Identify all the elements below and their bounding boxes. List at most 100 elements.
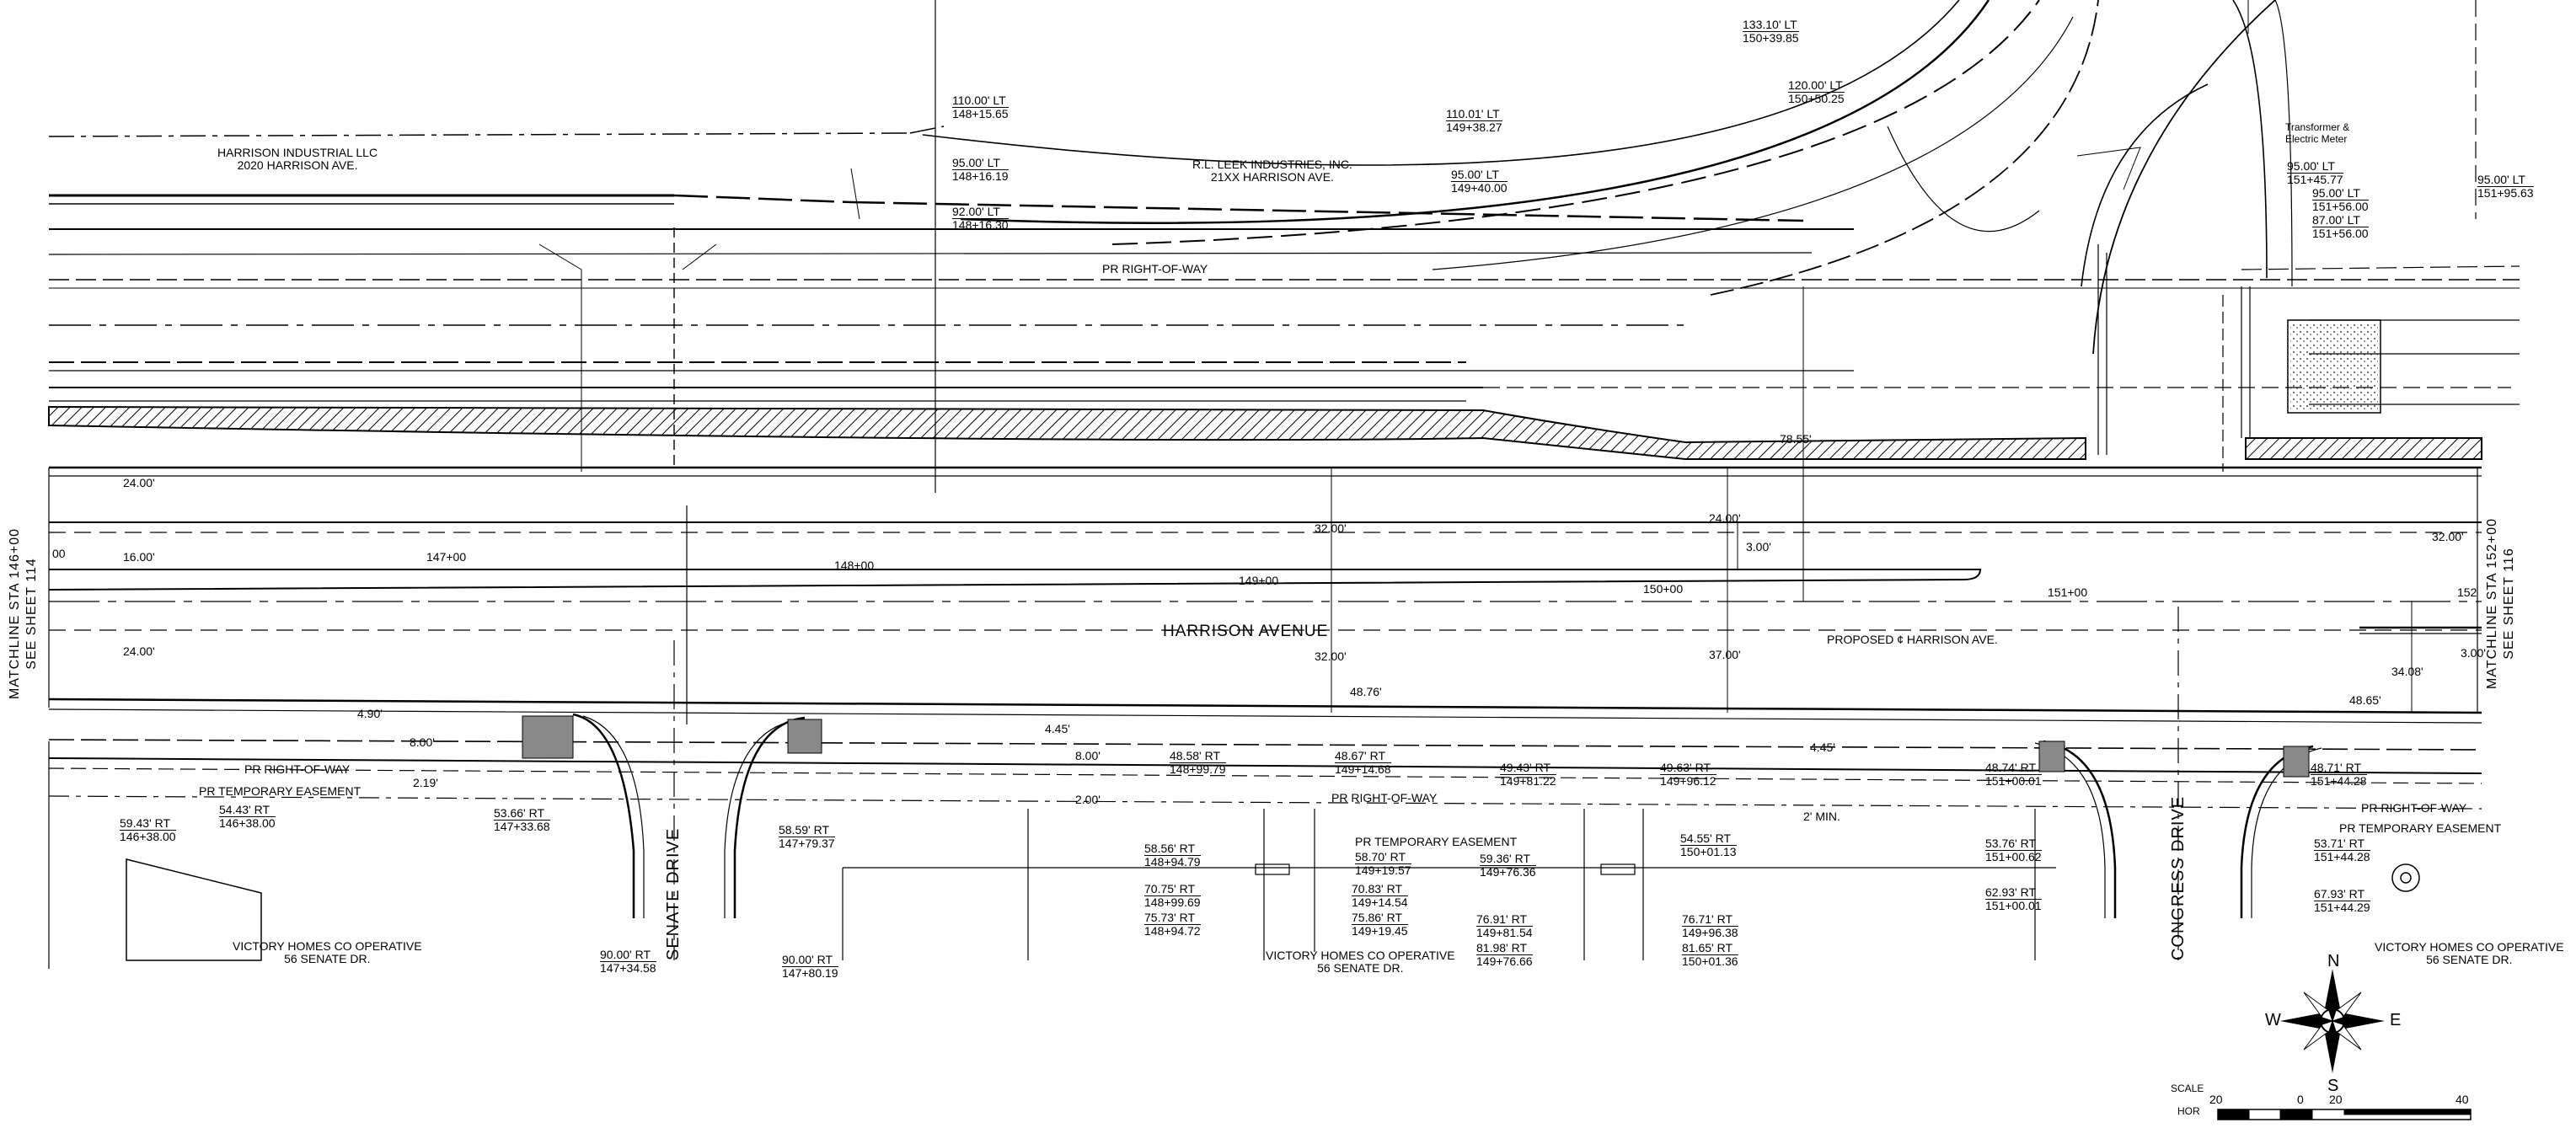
median-nose: [48, 569, 1982, 591]
dim-32-lower: 32.00': [1315, 650, 1347, 663]
owner-address: 56 SENATE DR.: [2426, 953, 2513, 966]
matchline-station: MATCHLINE STA 152+00: [2485, 517, 2499, 689]
dim-32-right: 32.00': [2432, 530, 2464, 543]
pr-temp-easement-right: PR TEMPORARY EASEMENT: [2339, 821, 2502, 835]
pr-temp-easement-mid: PR TEMPORARY EASEMENT: [1355, 835, 1518, 848]
matchline-sheet: SEE SHEET 114: [24, 558, 39, 670]
scale-tick-0: 0: [2297, 1093, 2304, 1106]
pr-temp-easement-left: PR TEMPORARY EASEMENT: [199, 784, 361, 798]
dim-2-19: 2.19': [413, 776, 438, 789]
owner-name: R.L. LEEK INDUSTRIES, INC.: [1192, 158, 1352, 171]
dim-48-65: 48.65': [2349, 693, 2381, 707]
dim-3-00-upper: 3.00': [1746, 540, 1771, 553]
scale-tick-40: 40: [2456, 1093, 2469, 1106]
pr-row-label-top: PR RIGHT-OF-WAY: [1102, 262, 1208, 275]
min-clearance-label: 2' MIN.: [1803, 810, 1840, 823]
owner-rl-leek: R.L. LEEK INDUSTRIES, INC. 21XX HARRISON…: [1192, 158, 1352, 184]
pr-row-line-south: [48, 757, 2482, 774]
station-152: 152: [2457, 585, 2477, 599]
compass-s: S: [2327, 1077, 2339, 1095]
station-149: 149+00: [1239, 574, 1279, 587]
dim-78-55: 78.55': [1780, 432, 1812, 446]
pr-row-label-right: PR RIGHT-OF-WAY: [2361, 801, 2467, 815]
owner-victory-homes-3: VICTORY HOMES CO OPERATIVE 56 SENATE DR.: [2375, 941, 2564, 966]
meter-label: Electric Meter: [2285, 133, 2348, 145]
dim-8-00-mid: 8.00': [1075, 749, 1101, 762]
station-150: 150+00: [1643, 582, 1684, 596]
owner-address: 56 SENATE DR.: [284, 952, 371, 965]
dim-8-00-left: 8.00': [410, 735, 435, 749]
tree-icon: [2391, 863, 2420, 892]
scale-tick-20-right: 20: [2329, 1093, 2343, 1106]
owner-address: 56 SENATE DR.: [1317, 961, 1404, 975]
scale-tick-20-left: 20: [2209, 1093, 2223, 1106]
street-centerline-label: PROPOSED ¢ HARRISON AVE.: [1827, 633, 1998, 646]
building-footprint-sw: [126, 858, 262, 961]
station-151: 151+00: [2048, 585, 2088, 599]
station-148: 148+00: [834, 559, 875, 572]
dim-4-45-left: 4.45': [1045, 722, 1070, 735]
dim-34-08: 34.08': [2391, 665, 2423, 678]
dim-24-lower: 24.00': [123, 644, 155, 658]
station-00: 00: [52, 547, 66, 560]
owner-name: VICTORY HOMES CO OPERATIVE: [1266, 949, 1455, 962]
street-harrison-avenue: HARRISON AVENUE: [1163, 623, 1329, 640]
scale-unit: HOR: [2177, 1105, 2200, 1117]
senate-curb-west: [572, 713, 635, 918]
dim-4-45-right: 4.45': [1810, 740, 1835, 754]
scale-bar: [2217, 1109, 2472, 1120]
dim-2-00: 2.00': [1075, 793, 1101, 806]
street-senate-drive: SENATE DRIVE: [664, 827, 683, 960]
transformer-pad: [2290, 323, 2378, 410]
matchline-station: MATCHLINE STA 146+00: [8, 527, 22, 699]
dim-24-upper: 24.00': [123, 476, 155, 489]
owner-name: VICTORY HOMES CO OPERATIVE: [2375, 940, 2564, 954]
property-line-north: [48, 132, 911, 137]
owner-name: HARRISON INDUSTRIAL LLC: [217, 146, 378, 159]
pr-row-label-mid: PR RIGHT-OF-WAY: [1331, 791, 1438, 805]
dim-4-90: 4.90': [357, 707, 383, 720]
matchline-sheet: SEE SHEET 116: [2502, 548, 2516, 660]
transformer-label: Transformer &: [2285, 121, 2350, 133]
north-arrow-icon: [2280, 969, 2385, 1073]
matchline-right: MATCHLINE STA 152+00 SEE SHEET 116: [2484, 518, 2518, 689]
scale-title: SCALE: [2171, 1083, 2204, 1094]
dim-37-00: 37.00': [1709, 648, 1741, 661]
owner-address: 21XX HARRISON AVE.: [1210, 170, 1334, 184]
matchline-left: MATCHLINE STA 146+00 SEE SHEET 114: [7, 528, 40, 699]
compass-w: W: [2265, 1011, 2281, 1029]
